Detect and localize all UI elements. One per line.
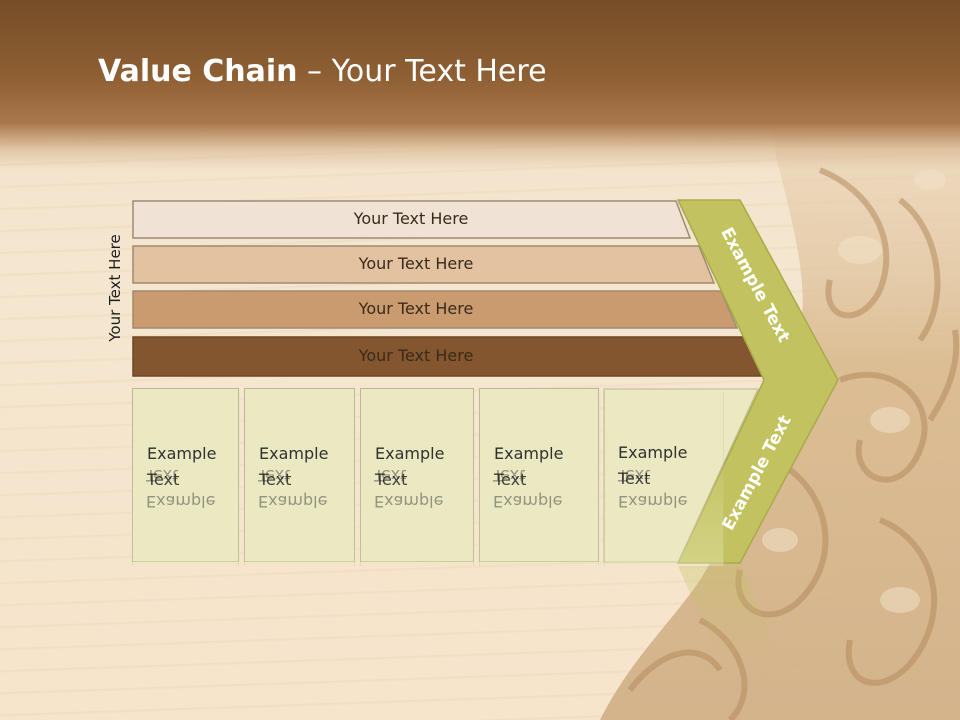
reflection-label: Example Text — [258, 466, 328, 511]
activity-box-5-shape — [603, 388, 759, 563]
support-bar-label: Your Text Here — [353, 209, 469, 228]
activity-box-5[interactable]: Example Text — [604, 388, 724, 562]
box-reflection: Example Text — [244, 392, 355, 566]
title-rest: – Your Text Here — [297, 54, 547, 89]
activity-box-label: Example Text — [259, 441, 349, 493]
title-bold: Value Chain — [98, 54, 298, 89]
support-bar-label: Your Text Here — [358, 346, 474, 365]
box-reflection: Example Text — [360, 392, 474, 566]
support-bar-label: Your Text Here — [358, 254, 474, 273]
header-band — [0, 0, 960, 170]
reflection-label: Example Text — [146, 466, 216, 511]
activity-box-label: Example Text — [494, 441, 584, 493]
activity-box-label: Example Text — [375, 441, 465, 493]
reflection-label: Example Text — [618, 466, 688, 511]
activity-box-label: Example Text — [618, 440, 708, 492]
chevron-reflection — [678, 566, 780, 656]
activity-box-2[interactable]: Example Text — [244, 388, 355, 562]
activity-box-3[interactable]: Example Text — [360, 388, 474, 562]
box-reflection: Example Text — [479, 392, 599, 566]
box-reflection: Example Text — [604, 392, 724, 566]
reflection-label: Example Text — [493, 466, 563, 511]
box-reflection: Example Text — [132, 392, 239, 566]
support-bar-label: Your Text Here — [358, 299, 474, 318]
activity-box-label: Example Text — [147, 441, 237, 493]
activity-box-1[interactable]: Example Text — [132, 388, 239, 562]
slide-title: Value Chain – Your Text Here — [98, 54, 547, 89]
activity-box-4[interactable]: Example Text — [479, 388, 599, 562]
reflection-label: Example Text — [374, 466, 444, 511]
